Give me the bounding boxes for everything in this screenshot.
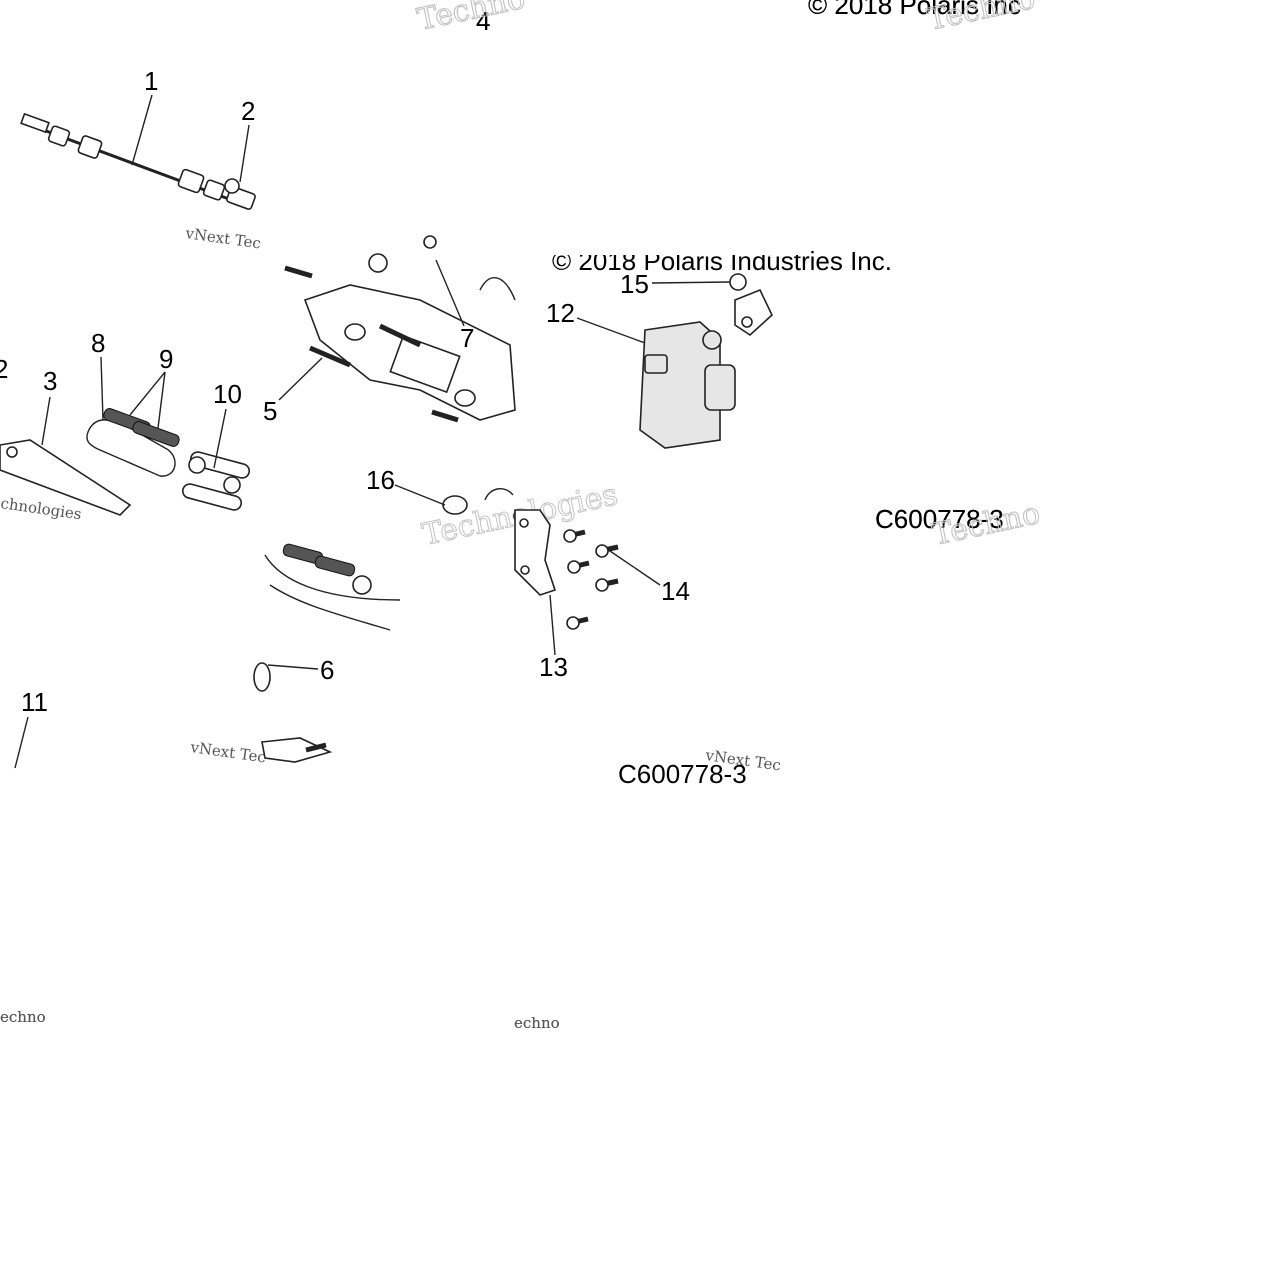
watermark-chnologies: chnologies [0,494,83,523]
part-12-actuator-motor [639,321,736,449]
watermark-echno-left-overlay: echno [0,1008,46,1026]
part-15-bracket-bolt [729,273,773,337]
callout-6: 6 [320,655,334,685]
watermark-vnext-3: vNext Tec [188,738,267,767]
copyright-top: © 2018 Polaris Inc [808,0,1021,20]
copyright-top-overlay: © 2018 Polaris Inc [808,0,1021,20]
part-code-mid: C600778-3 [618,759,747,789]
watermark-echno-mid: echno [514,1014,560,1032]
part-code-right: C600778-3 [875,504,1004,534]
callout-12: 12 [546,298,575,328]
callout-13: 13 [539,652,568,682]
part-2-clip [224,178,240,194]
callouts: 1 2 2 3 4 5 6 7 8 9 10 11 12 13 14 15 16 [0,6,690,717]
callout-15: 15 [620,269,649,299]
part-10-pins [181,451,251,511]
part-1-cable-rod [20,112,256,210]
callout-11: 11 [21,687,48,717]
part-3-link [0,439,132,516]
callout-8: 8 [91,328,105,358]
callout-3: 3 [43,366,57,396]
callout-9: 9 [159,344,173,374]
watermark-echno-left: echno [0,1008,46,1026]
callout-5: 5 [263,396,277,426]
callout-4: 4 [476,6,490,36]
callout-4-overlay: 4 [476,6,490,36]
callout-10: 10 [213,379,242,409]
watermark-techno-top-right-overlay: Techno [924,0,1038,38]
callout-2: 2 [241,96,255,126]
callout-14: 14 [661,576,690,606]
watermark-vnext-1: vNext Tec [183,224,262,253]
callout-7: 7 [460,323,474,353]
part-9-springs [103,408,180,447]
lever-assembly-lower [253,543,401,763]
part-14-screws [563,529,619,630]
watermark-echno-mid-overlay: echno [514,1014,560,1032]
part-16-grommet [442,488,514,515]
callout-2-edge: 2 [0,354,8,384]
throttle-housing [284,235,516,423]
leader-lines [14,94,731,769]
part-13-mounting-bracket [514,509,557,596]
callout-16: 16 [366,465,395,495]
callout-1: 1 [144,66,158,96]
part-code-right-overlay: C600778-3 [875,504,1004,534]
